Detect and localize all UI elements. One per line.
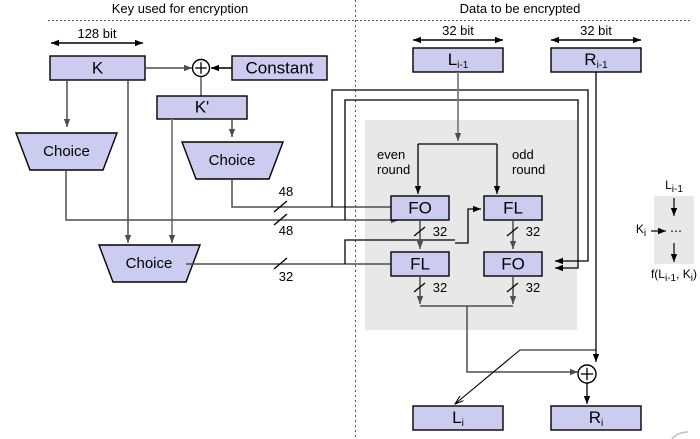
bus-slash-upper-48 [273,200,288,213]
wire-key-tap-fl [344,239,455,264]
label-fl-even-out: 32 [433,280,447,295]
trapezoid-choice-3-label: Choice [126,255,173,272]
branch-odd-label-line2: round [512,162,545,177]
legend-body-label: ⋯ [670,224,682,238]
data-right-width-label: 32 bit [580,23,612,38]
bus-label-upper-48: 48 [279,184,293,199]
box-fl-even-label: FL [410,254,430,273]
box-l-next [412,405,504,431]
header-left-title: Key used for encryption [112,1,249,16]
box-r-prev-label: Ri-1 [584,50,608,70]
wire-key-to-fo-odd-a [331,89,589,265]
box-fl-odd-label: FL [503,198,523,217]
box-fo-even [390,195,450,221]
branch-odd-label-line1: odd [512,147,534,162]
slash-fo-odd-out [506,282,519,293]
corner-arc-artifact [671,431,689,439]
wire-choice1-to-fo-even-b [65,170,399,224]
box-r-prev [550,47,642,73]
box-l-prev [412,47,504,73]
trapezoid-choice-1-label: Choice [43,143,90,160]
box-k-prime [156,95,248,120]
box-r-next-label: Ri [589,408,604,428]
bus-slash-lower-48 [273,213,288,226]
box-k-prime-label: K' [195,97,210,116]
box-l-next-label: Li [452,408,464,428]
bus-label-lower-48: 48 [279,223,293,238]
box-fl-even [390,251,450,277]
branch-even-label-line2: round [377,162,410,177]
box-fo-even-label: FO [408,198,432,217]
label-fo-even-out: 32 [433,224,447,239]
branch-even-label-line1: even [377,147,405,162]
box-fo-odd-label: FO [501,254,525,273]
data-left-width-label: 32 bit [442,23,474,38]
wire-bypass-to-l-next [455,349,596,404]
trapezoid-choice-2-label: Choice [209,152,256,169]
box-r-next [550,405,642,431]
label-fl-odd-out: 32 [526,224,540,239]
box-k [49,55,146,81]
key-width-label: 128 bit [77,26,116,41]
bus-label-32: 32 [279,269,293,284]
header-right-title: Data to be encrypted [460,1,581,16]
slash-fl-odd-out [506,226,519,237]
bus-slash-32 [273,257,288,270]
wire-choice2-to-fo-even-a [231,179,399,211]
box-constant-label: Constant [245,58,313,77]
wire-round-output-to-xor [466,306,578,376]
legend-input-label: Li-1 [665,178,683,195]
trapezoid-choice-1 [14,132,119,171]
wire-cross-to-fl-odd [455,205,481,244]
trapezoid-choice-2 [180,141,285,180]
trapezoid-choice-3 [97,244,202,283]
wire-key-to-fo-odd-b [344,99,579,272]
legend-key-label: Ki [636,222,646,239]
box-l-prev-label: Li-1 [448,50,469,70]
round-function-panel [365,120,577,330]
label-fo-odd-out: 32 [526,280,540,295]
box-k-label: K [92,58,104,77]
slash-fl-even-out [413,282,426,293]
slash-fo-even-out [413,226,426,237]
legend-output-label: f(Li-1, Ki) [651,267,697,284]
box-fo-odd [483,251,543,277]
